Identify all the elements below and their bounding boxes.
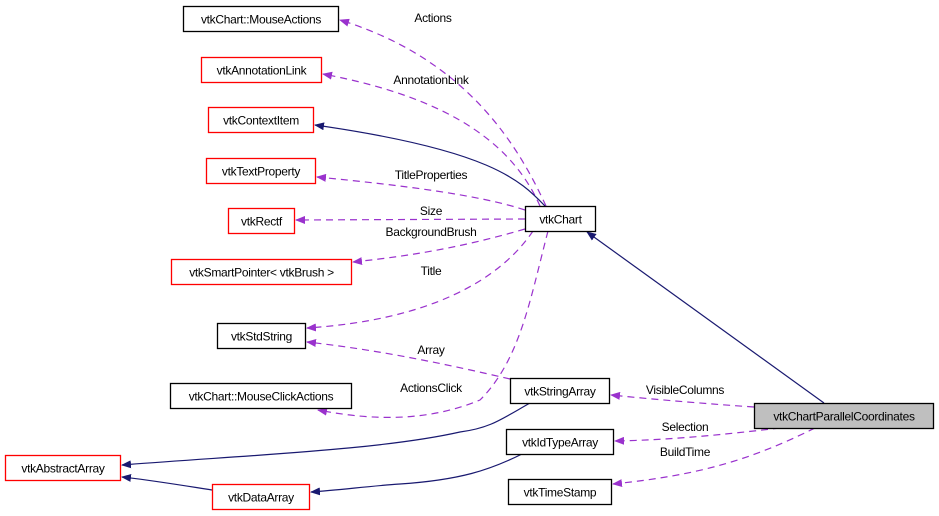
- usage-arrow: [322, 71, 541, 207]
- node-label: vtkChart::MouseClickActions: [189, 390, 334, 404]
- usage-arrow: [295, 215, 526, 224]
- node-box: [182, 5, 340, 33]
- node-dataarray[interactable]: vtkDataArray: [211, 483, 311, 511]
- node-box: [227, 207, 296, 235]
- edge-label: BuildTime: [660, 445, 711, 459]
- node-box: [753, 402, 935, 430]
- usage-arrow: [339, 18, 547, 207]
- edge-label: ActionsClick: [400, 381, 463, 395]
- edge-idtypearray-to-dataarray: [310, 453, 523, 496]
- node-timestamp[interactable]: vtkTimeStamp: [507, 478, 613, 506]
- edge-stringarray-to-stdstring: Array: [306, 339, 511, 380]
- node-contextitem[interactable]: vtkContextItem: [207, 106, 315, 134]
- node-box: [170, 258, 353, 286]
- node-label: vtkRectf: [241, 215, 283, 229]
- edge-label: BackgroundBrush: [386, 225, 477, 239]
- node-box: [205, 157, 317, 185]
- node-label: vtkDataArray: [228, 491, 294, 505]
- usage-arrow: [306, 339, 511, 380]
- node-box: [216, 322, 307, 350]
- node-box: [4, 454, 122, 482]
- inheritance-arrow: [314, 122, 546, 207]
- edge-chart-to-stdstring: Title: [306, 230, 534, 332]
- node-mouseactions[interactable]: vtkChart::MouseActions: [182, 5, 340, 33]
- usage-arrow: [614, 427, 781, 445]
- edge-label: Title: [421, 264, 442, 278]
- inheritance-arrow: [310, 453, 523, 496]
- edge-label: TitleProperties: [395, 168, 468, 182]
- node-label: vtkStdString: [231, 330, 292, 344]
- edge-chart-to-contextitem: [314, 122, 546, 207]
- edge-chart-to-mouseclickactions: ActionsClick: [317, 230, 549, 418]
- node-label: vtkChartParallelCoordinates: [773, 410, 915, 424]
- edge-parallelcoordinates-to-stringarray: VisibleColumns: [610, 383, 755, 408]
- edge-label: VisibleColumns: [646, 383, 725, 397]
- node-label: vtkAbstractArray: [21, 462, 105, 476]
- node-box: [169, 382, 353, 410]
- node-chart[interactable]: vtkChart: [524, 205, 597, 233]
- node-label: vtkChart::MouseActions: [201, 13, 321, 27]
- node-label: vtkAnnotationLink: [217, 64, 308, 78]
- node-parallelcoordinates: vtkChartParallelCoordinates: [753, 402, 935, 430]
- inheritance-arrow: [121, 402, 531, 469]
- node-label: vtkStringArray: [524, 385, 595, 399]
- edge-label: Size: [420, 204, 443, 218]
- edge-parallelcoordinates-to-chart: [586, 231, 825, 404]
- edge-label: AnnotationLink: [393, 73, 469, 87]
- usage-arrow: [316, 173, 526, 211]
- usage-arrow: [306, 230, 534, 332]
- edge-chart-to-mouseactions: Actions: [339, 11, 547, 207]
- node-box: [507, 478, 613, 506]
- node-stringarray[interactable]: vtkStringArray: [509, 377, 611, 405]
- node-label: vtkContextItem: [223, 114, 299, 128]
- node-label: vtkTextProperty: [222, 165, 300, 179]
- node-abstractarray[interactable]: vtkAbstractArray: [4, 454, 122, 482]
- node-label: vtkChart: [539, 213, 582, 227]
- node-rectf[interactable]: vtkRectf: [227, 207, 296, 235]
- edge-chart-to-annotationlink: AnnotationLink: [322, 71, 541, 207]
- edge-label: Array: [417, 343, 444, 357]
- edge-label: Selection: [662, 420, 709, 434]
- edge-parallelcoordinates-to-timestamp: BuildTime: [612, 427, 816, 488]
- node-smartpointer[interactable]: vtkSmartPointer< vtkBrush >: [170, 258, 353, 286]
- node-idtypearray[interactable]: vtkIdTypeArray: [505, 428, 615, 456]
- node-textproperty[interactable]: vtkTextProperty: [205, 157, 317, 185]
- node-box: [505, 428, 615, 456]
- usage-arrow: [610, 391, 755, 408]
- node-label: vtkIdTypeArray: [522, 436, 598, 450]
- usage-arrow: [317, 230, 549, 418]
- node-box: [524, 205, 597, 233]
- node-mouseclickactions[interactable]: vtkChart::MouseClickActions: [169, 382, 353, 410]
- node-stdstring[interactable]: vtkStdString: [216, 322, 307, 350]
- edge-label: Actions: [414, 11, 452, 25]
- inheritance-arrow: [121, 473, 213, 491]
- edge-parallelcoordinates-to-idtypearray: Selection: [614, 420, 781, 445]
- edge-dataarray-to-abstractarray: [121, 473, 213, 491]
- edge-chart-to-textproperty: TitleProperties: [316, 168, 526, 211]
- usage-arrow: [612, 427, 816, 488]
- node-box: [509, 377, 611, 405]
- inheritance-arrow: [586, 231, 825, 404]
- node-label: vtkTimeStamp: [524, 486, 597, 500]
- node-label: vtkSmartPointer< vtkBrush >: [189, 266, 334, 280]
- edge-chart-to-rectf: Size: [295, 204, 526, 224]
- edge-chart-to-smartpointer: BackgroundBrush: [352, 225, 526, 266]
- edge-stringarray-to-abstractarray: [121, 402, 531, 469]
- node-annotationlink[interactable]: vtkAnnotationLink: [200, 56, 323, 84]
- node-box: [207, 106, 315, 134]
- node-box: [200, 56, 323, 84]
- node-box: [211, 483, 311, 511]
